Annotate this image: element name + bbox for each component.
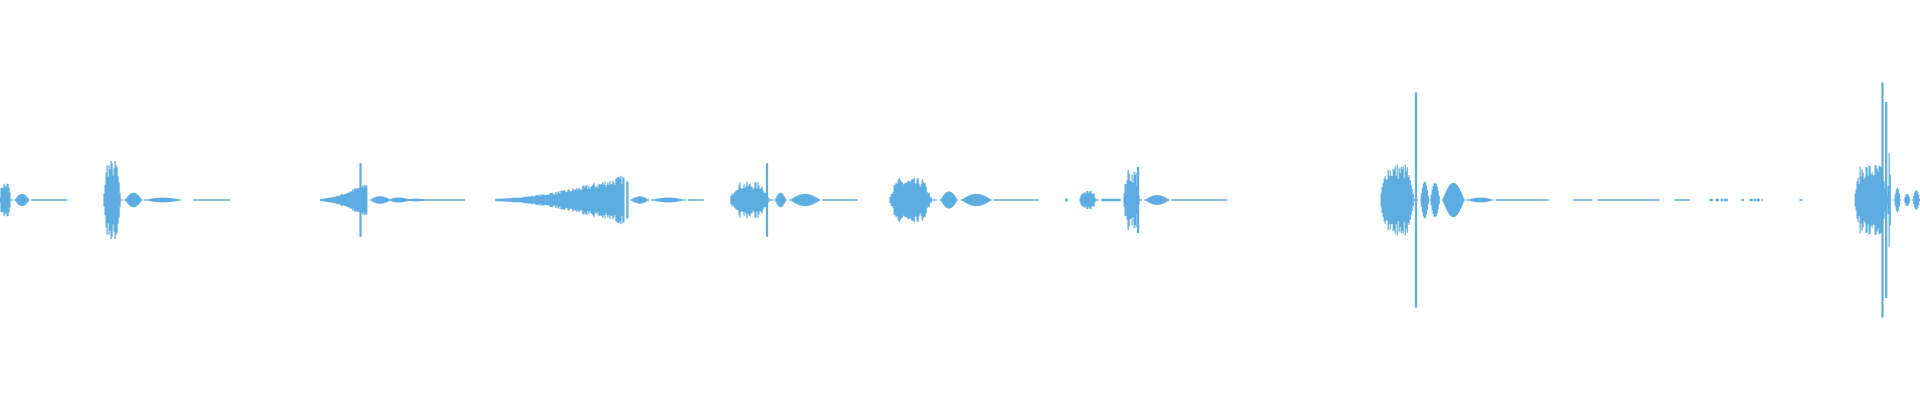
waveform-trace bbox=[0, 82, 1920, 318]
